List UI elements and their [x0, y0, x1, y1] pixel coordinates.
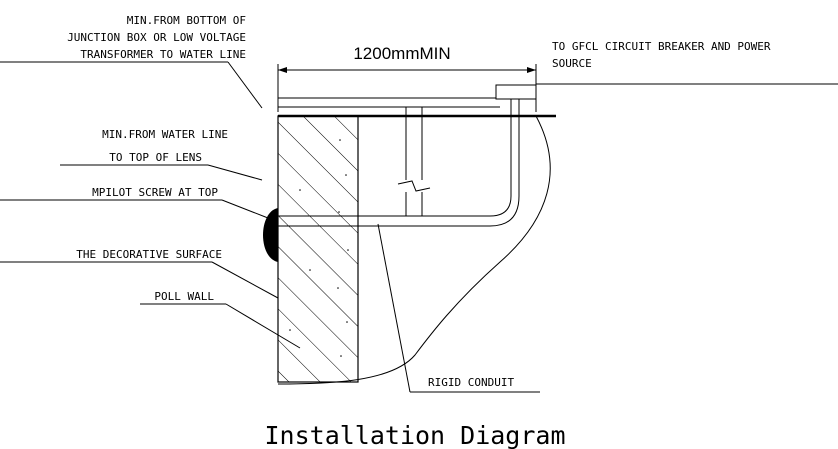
label-lens-line2: TO TOP OF LENS — [109, 151, 202, 164]
diagram-caption: Installation Diagram — [264, 421, 565, 449]
label-pool-wall: POLL WALL — [154, 290, 214, 303]
label-pilot-screw: MPILOT SCREW AT TOP — [92, 186, 218, 199]
conduit-bend-outer — [489, 195, 520, 227]
label-junction-line3: TRANSFORMER TO WATER LINE — [80, 48, 246, 61]
dimension-arrow-left — [278, 67, 287, 73]
conduit-bend — [489, 195, 512, 217]
dimension-arrow-right — [527, 67, 536, 73]
break-symbol — [397, 180, 431, 192]
label-gfcl-line2: SOURCE — [552, 57, 592, 70]
label-rigid-conduit: RIGID CONDUIT — [428, 376, 514, 389]
label-junction-line1: MIN.FROM BOTTOM OF — [127, 14, 246, 27]
pool-wall-section — [277, 115, 359, 383]
junction-box — [495, 84, 537, 100]
leader-lines — [0, 61, 838, 393]
label-decorative-surface: THE DECORATIVE SURFACE — [76, 248, 222, 261]
lamp-lens — [263, 208, 278, 262]
dimension-label: 1200mmMIN — [353, 44, 450, 63]
soil-boundary — [277, 115, 551, 385]
label-junction-line2: JUNCTION BOX OR LOW VOLTAGE — [67, 31, 246, 44]
label-gfcl-line1: TO GFCL CIRCUIT BREAKER AND POWER — [552, 40, 771, 53]
label-lens-line1: MIN.FROM WATER LINE — [102, 128, 228, 141]
wall-speckles — [289, 139, 349, 357]
